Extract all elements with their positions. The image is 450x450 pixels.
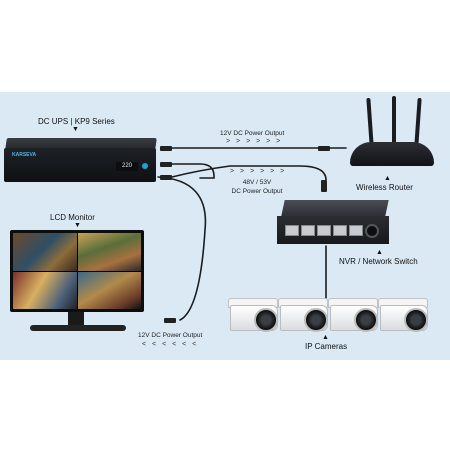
dc-ups-device: KARSEVA 220 bbox=[4, 138, 157, 184]
monitor-pointer: ▼ bbox=[74, 222, 81, 229]
router-label: Wireless Router bbox=[356, 183, 413, 192]
ip-camera-device bbox=[228, 298, 278, 332]
output-1-arrows: > > > > > > bbox=[226, 138, 283, 145]
monitor-base bbox=[30, 325, 126, 331]
ip-camera-device bbox=[328, 298, 378, 332]
ip-camera-device bbox=[278, 298, 328, 332]
dc-plug bbox=[321, 180, 327, 192]
ethernet-port-icon bbox=[301, 225, 315, 236]
ups-pointer: ▼ bbox=[72, 126, 79, 133]
switch-label: NVR / Network Switch bbox=[339, 257, 418, 266]
wireless-router-device bbox=[350, 142, 434, 166]
dc-plug bbox=[164, 318, 176, 323]
ethernet-port-icon bbox=[317, 225, 331, 236]
cable-ups-switch-b bbox=[171, 165, 327, 181]
camera-lens-icon bbox=[254, 308, 278, 332]
switch-pointer: ▲ bbox=[376, 249, 383, 256]
ethernet-port-icon bbox=[285, 225, 299, 236]
ethernet-port-icon bbox=[333, 225, 347, 236]
camera-feed bbox=[77, 271, 141, 309]
router-pointer: ▲ bbox=[384, 175, 391, 182]
dc-plug bbox=[318, 146, 330, 151]
cameras-pointer: ▲ bbox=[322, 334, 329, 341]
camera-lens-icon bbox=[354, 308, 378, 332]
camera-feed bbox=[77, 233, 141, 271]
lcd-monitor-device bbox=[10, 230, 144, 312]
ups-label: DC UPS | KP9 Series bbox=[38, 117, 115, 126]
dc-plug bbox=[160, 162, 172, 167]
camera-feed bbox=[13, 233, 77, 271]
output-2-label-line1: 48V / 53V bbox=[242, 179, 272, 186]
dc-plug bbox=[160, 175, 172, 180]
output-2-label-line2: DC Power Output bbox=[231, 188, 283, 195]
ip-camera-device bbox=[378, 298, 428, 332]
ups-display: 220 bbox=[116, 162, 138, 171]
output-3-arrows: < < < < < < bbox=[142, 341, 199, 348]
cable-ups-switch bbox=[171, 163, 215, 179]
camera-lens-icon bbox=[304, 308, 328, 332]
cameras-label: IP Cameras bbox=[305, 342, 348, 351]
monitor-stand bbox=[68, 312, 84, 326]
cable-ups-monitor bbox=[157, 176, 207, 321]
router-antenna bbox=[392, 96, 396, 144]
ethernet-port-icon bbox=[349, 225, 363, 236]
output-1-label: 12V DC Power Output bbox=[220, 130, 285, 137]
camera-lens-icon bbox=[404, 308, 428, 332]
camera-feed-grid bbox=[13, 233, 141, 309]
ups-brand-logo: KARSEVA bbox=[12, 152, 37, 158]
network-switch-device bbox=[277, 200, 389, 246]
camera-feed bbox=[13, 271, 77, 309]
output-3-label: 12V DC Power Output bbox=[138, 332, 203, 339]
power-led-icon bbox=[142, 163, 148, 169]
monitor-label: LCD Monitor bbox=[50, 213, 95, 222]
output-2-arrows: > > > > > > bbox=[230, 168, 287, 175]
dc-plug bbox=[160, 146, 172, 151]
dc-jack-icon bbox=[365, 224, 379, 238]
